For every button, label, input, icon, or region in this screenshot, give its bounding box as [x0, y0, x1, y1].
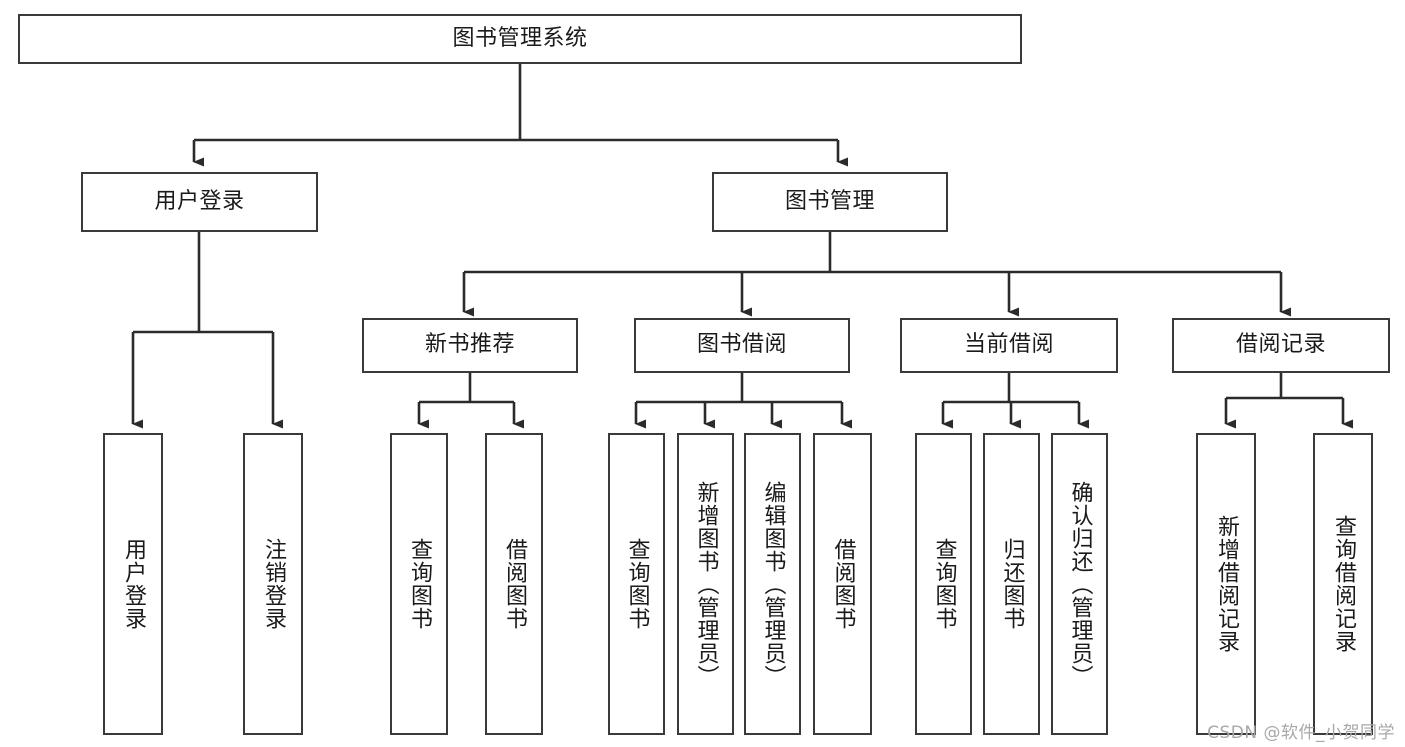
node-user-login-label: 用户登录: [154, 188, 245, 214]
node-current-borrow-label: 当前借阅: [963, 332, 1054, 358]
node-root-label: 图书管理系统: [452, 25, 588, 51]
leaf-label: 查询图书: [624, 538, 650, 630]
leaf-new-book-query-book[interactable]: 查询图书: [390, 433, 448, 735]
node-book-management-label: 图书管理: [784, 188, 875, 214]
leaf-label: 用户登录: [120, 538, 146, 630]
node-book-borrow-label: 图书借阅: [696, 332, 787, 358]
leaf-borrow-record-query-record[interactable]: 查询借阅记录: [1313, 433, 1373, 735]
leaf-label: 归还图书: [999, 538, 1025, 630]
leaf-book-borrow-borrow-book[interactable]: 借阅图书: [813, 433, 872, 735]
node-current-borrow[interactable]: 当前借阅: [900, 318, 1118, 373]
node-new-book-recommend[interactable]: 新书推荐: [362, 318, 578, 373]
leaf-label: 查询图书: [931, 538, 957, 630]
leaf-borrow-record-add-record[interactable]: 新增借阅记录: [1196, 433, 1256, 735]
leaf-label: 确认归还（管理员）: [1067, 480, 1093, 688]
leaf-current-borrow-return-book[interactable]: 归还图书: [983, 433, 1040, 735]
node-borrow-record-label: 借阅记录: [1235, 332, 1326, 358]
leaf-new-book-borrow-book[interactable]: 借阅图书: [485, 433, 543, 735]
node-book-borrow[interactable]: 图书借阅: [634, 318, 850, 373]
node-borrow-record[interactable]: 借阅记录: [1172, 318, 1390, 373]
leaf-book-borrow-edit-book-admin[interactable]: 编辑图书（管理员）: [744, 433, 801, 735]
node-new-book-recommend-label: 新书推荐: [424, 332, 515, 358]
leaf-book-borrow-query-book[interactable]: 查询图书: [608, 433, 665, 735]
watermark-text: CSDN @软件_小贺同学: [1207, 723, 1395, 743]
leaf-label: 借阅图书: [830, 538, 856, 630]
leaf-book-borrow-add-book-admin[interactable]: 新增图书（管理员）: [677, 433, 734, 735]
leaf-label: 注销登录: [260, 538, 286, 630]
leaf-label: 借阅图书: [501, 538, 527, 630]
leaf-current-borrow-confirm-return-admin[interactable]: 确认归还（管理员）: [1051, 433, 1108, 735]
leaf-label: 编辑图书（管理员）: [760, 480, 786, 688]
leaf-current-borrow-query-book[interactable]: 查询图书: [915, 433, 972, 735]
leaf-label: 查询借阅记录: [1330, 515, 1356, 653]
node-book-management[interactable]: 图书管理: [712, 172, 948, 232]
leaf-user-login-logout[interactable]: 注销登录: [243, 433, 303, 735]
leaf-label: 查询图书: [406, 538, 432, 630]
leaf-label: 新增借阅记录: [1213, 515, 1239, 653]
node-root[interactable]: 图书管理系统: [18, 14, 1022, 64]
node-user-login[interactable]: 用户登录: [81, 172, 318, 232]
leaf-label: 新增图书（管理员）: [693, 480, 719, 688]
leaf-user-login-login[interactable]: 用户登录: [103, 433, 163, 735]
